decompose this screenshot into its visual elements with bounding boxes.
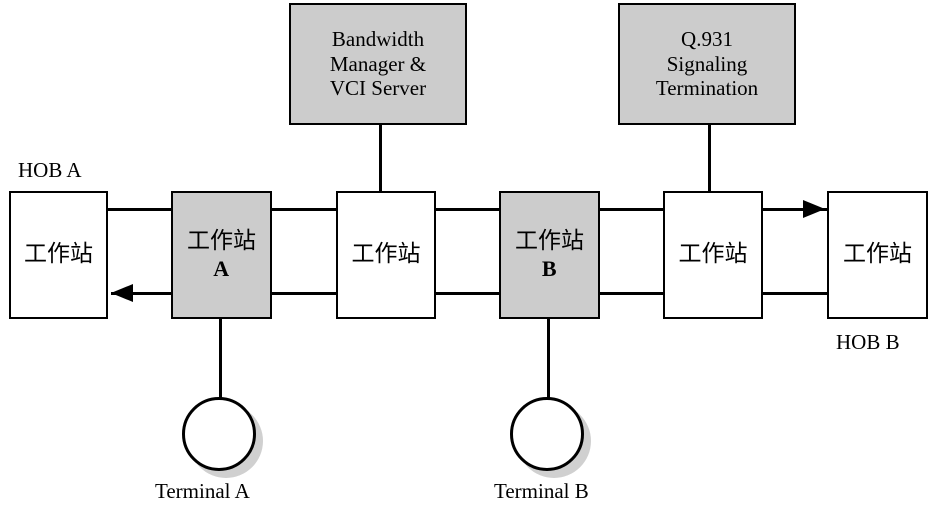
arrow-left-icon: [111, 284, 133, 302]
workstation-b-box[interactable]: 工作站 B: [499, 191, 600, 319]
hob-a-label: 工作站: [24, 241, 93, 268]
terminal-a-caption: Terminal A: [155, 479, 250, 503]
hob-b-box[interactable]: 工作站: [827, 191, 928, 319]
workstation-b-sublabel: B: [541, 255, 558, 281]
workstation-mid-right-box[interactable]: 工作站: [663, 191, 763, 319]
terminal-a-connector: [219, 319, 222, 398]
hob-a-box[interactable]: 工作站: [9, 191, 108, 319]
q931-signaling-box[interactable]: Q.931 Signaling Termination: [618, 3, 796, 125]
workstation-a-label: 工作站: [187, 228, 256, 255]
hob-b-label: 工作站: [843, 241, 912, 268]
workstation-mid-left-label: 工作站: [351, 241, 421, 268]
bus-line-upper: [105, 208, 827, 211]
bandwidth-manager-connector: [379, 125, 382, 192]
q931-signaling-label: Q.931 Signaling Termination: [655, 26, 759, 101]
workstation-mid-left-box[interactable]: 工作站: [336, 191, 436, 319]
hob-b-caption: HOB B: [836, 330, 900, 354]
terminal-b-caption: Terminal B: [494, 479, 589, 503]
bandwidth-manager-label: Bandwidth Manager & VCI Server: [329, 26, 427, 101]
terminal-a-node[interactable]: [182, 397, 267, 482]
terminal-b-circle-icon: [510, 397, 584, 471]
terminal-a-circle-icon: [182, 397, 256, 471]
terminal-b-connector: [547, 319, 550, 398]
bandwidth-manager-box[interactable]: Bandwidth Manager & VCI Server: [289, 3, 467, 125]
q931-signaling-connector: [708, 125, 711, 192]
terminal-b-node[interactable]: [510, 397, 595, 482]
workstation-a-sublabel: A: [213, 255, 230, 281]
hob-a-caption: HOB A: [18, 158, 82, 182]
workstation-mid-right-label: 工作站: [678, 241, 748, 268]
workstation-b-label: 工作站: [515, 228, 584, 255]
workstation-a-box[interactable]: 工作站 A: [171, 191, 272, 319]
arrow-right-icon: [803, 200, 825, 218]
bus-line-lower: [111, 292, 829, 295]
